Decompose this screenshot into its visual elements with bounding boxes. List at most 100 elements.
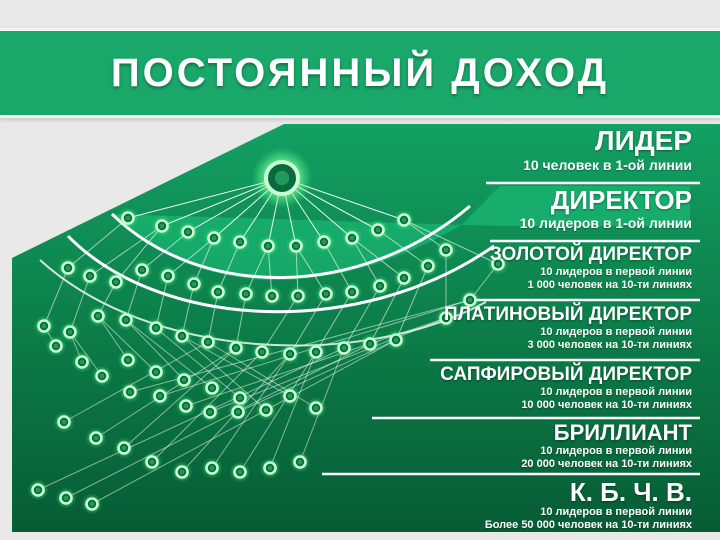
arc-2 [66,234,495,314]
rank-title: К. Б. Ч. В. [569,477,692,507]
network-node [279,343,301,365]
rank-desc: 3 000 человек на 10-ти линиях [527,339,692,351]
connector-line [89,225,163,277]
network-node [151,215,173,237]
rank-platinum-director: ПЛАТИНОВЫЙ ДИРЕКТОР 10 лидеров в первой … [444,304,692,352]
rank-director: ДИРЕКТОР 10 лидеров в 1-ой линии [520,186,692,232]
rank-brilliant: БРИЛЛИАНТ 10 лидеров в первой линии 20 0… [521,421,692,471]
rank-title: ЗОЛОТОЙ ДИРЕКТОР [489,244,692,265]
connector-line [211,353,291,469]
network-node [171,461,193,483]
rank-desc: 10 человек в 1-ой линии [523,157,692,173]
network-node [279,385,301,407]
network-node [393,209,415,231]
network-node [145,361,167,383]
rank-title: БРИЛЛИАНТ [553,420,692,445]
network-node [145,317,167,339]
rank-desc: 10 лидеров в первой линии [540,445,692,457]
rank-desc: 10 лидеров в 1-ой линии [519,215,692,231]
network-node [289,451,311,473]
network-node [313,231,335,253]
network-node [105,271,127,293]
connector-line [125,319,213,389]
rank-desc: Более 50 000 человек на 10-ти линиях [484,519,692,531]
network-node [435,307,457,329]
connector-line [67,217,129,269]
header-banner: ПОСТОЯННЫЙ ДОХОД [0,28,720,118]
network-node [113,437,135,459]
network-node [57,257,79,279]
network-node [177,221,199,243]
page-title: ПОСТОЯННЫЙ ДОХОД [110,51,610,95]
network-node [435,239,457,261]
connector-line [37,347,345,491]
connector-line [115,225,163,283]
network-node [315,283,337,305]
rank-leader: ЛИДЕР 10 человек в 1-ой линии [523,126,692,174]
network-node [341,227,363,249]
arc-band-director [112,186,690,281]
connector-line [395,265,429,341]
network-node [261,285,283,307]
network-node [229,231,251,253]
network-node [417,255,439,277]
connector-line [351,237,405,279]
network-node [227,401,249,423]
network-node [255,399,277,421]
network-node [287,285,309,307]
network-node [201,457,223,479]
network-node [119,381,141,403]
rank-desc: 10 лидеров в первой линии [540,506,692,518]
network-node [115,309,137,331]
network-node [117,207,139,229]
network-node [199,401,221,423]
network-node [141,451,163,473]
connector-line [125,319,185,381]
rank-desc: 10 лидеров в первой линии [540,326,692,338]
rank-sapphire-director: САПФИРОВЫЙ ДИРЕКТОР 10 лидеров в первой … [440,364,692,412]
connector-line [269,351,317,469]
connector-line [65,343,371,499]
network-node [385,329,407,351]
network-node [203,227,225,249]
network-node [175,395,197,417]
arc-1 [110,204,471,279]
network-node [285,235,307,257]
network-node [257,235,279,257]
network-node [201,377,223,399]
connector-line [43,267,69,327]
network-node [117,349,139,371]
connector-line [261,295,299,353]
network-node [183,273,205,295]
connector-line [289,293,327,355]
network-node [251,341,273,363]
network-node [225,337,247,359]
network-node [359,333,381,355]
network-node [59,321,81,343]
network-node [91,365,113,387]
network-node [259,457,281,479]
connector-line [155,327,241,399]
connector-line [315,291,353,353]
connector-line [63,341,209,423]
network-node [197,331,219,353]
rank-desc: 10 лидеров в первой линии [540,386,692,398]
rank-desc: 1 000 человек на 10-ти линиях [527,279,692,291]
network-node [341,281,363,303]
network-node [149,385,171,407]
network-node [235,283,257,305]
network-node [85,427,107,449]
network-node [131,259,153,281]
rank-gold-director: ЗОЛОТОЙ ДИРЕКТОР 10 лидеров в первой лин… [490,244,692,292]
connector-line [369,277,405,345]
root-node [251,147,313,209]
network-node [207,281,229,303]
connector-line [91,339,397,505]
network-node [171,325,193,347]
network-node [305,341,327,363]
connector-line [239,351,317,473]
rank-title: САПФИРОВЫЙ ДИРЕКТОР [440,364,692,385]
rank-desc: 20 000 человек на 10-ти линиях [521,458,692,470]
rank-desc: 10 лидеров в первой линии [540,266,692,278]
